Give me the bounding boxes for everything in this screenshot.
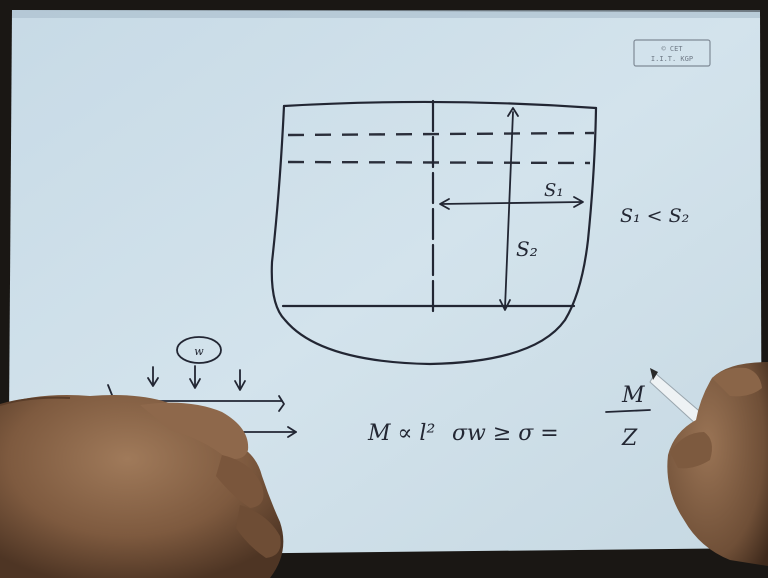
left-hand xyxy=(0,395,284,578)
s1-dimension-line xyxy=(440,201,583,205)
load-circle xyxy=(176,336,222,364)
label-load: w xyxy=(194,345,204,358)
equation-left: M ∝ l² xyxy=(367,421,435,446)
s1-arrow-right xyxy=(573,196,584,208)
hull-cross-section xyxy=(270,99,598,366)
label-s1: S₁ xyxy=(544,180,564,201)
dashed-deck-2 xyxy=(287,160,591,165)
s2-arrow-top xyxy=(507,107,519,117)
stamp-line1: © CET xyxy=(661,45,683,53)
label-inequality: S₁ < S₂ xyxy=(620,205,689,227)
s2-arrow-bottom xyxy=(499,299,511,311)
label-s2: S₂ xyxy=(516,237,538,261)
cet-stamp: © CET I.I.T. KGP xyxy=(633,39,711,67)
fraction-denominator: Z xyxy=(621,426,638,451)
hull-outline xyxy=(270,104,598,366)
paper-top-shadow xyxy=(12,10,760,18)
fraction-bar xyxy=(605,409,651,413)
stamp-line2: I.I.T. KGP xyxy=(651,55,693,63)
dashed-deck-1 xyxy=(287,131,595,137)
load-arrow-4 xyxy=(107,384,113,396)
right-hand-with-pen xyxy=(649,362,768,566)
s2-dimension-line xyxy=(504,111,514,309)
deck-line xyxy=(282,100,598,110)
fraction-numerator: M xyxy=(621,383,645,408)
equation-mid: σw ≥ σ = xyxy=(452,421,559,446)
s1-arrow-left xyxy=(439,198,450,210)
